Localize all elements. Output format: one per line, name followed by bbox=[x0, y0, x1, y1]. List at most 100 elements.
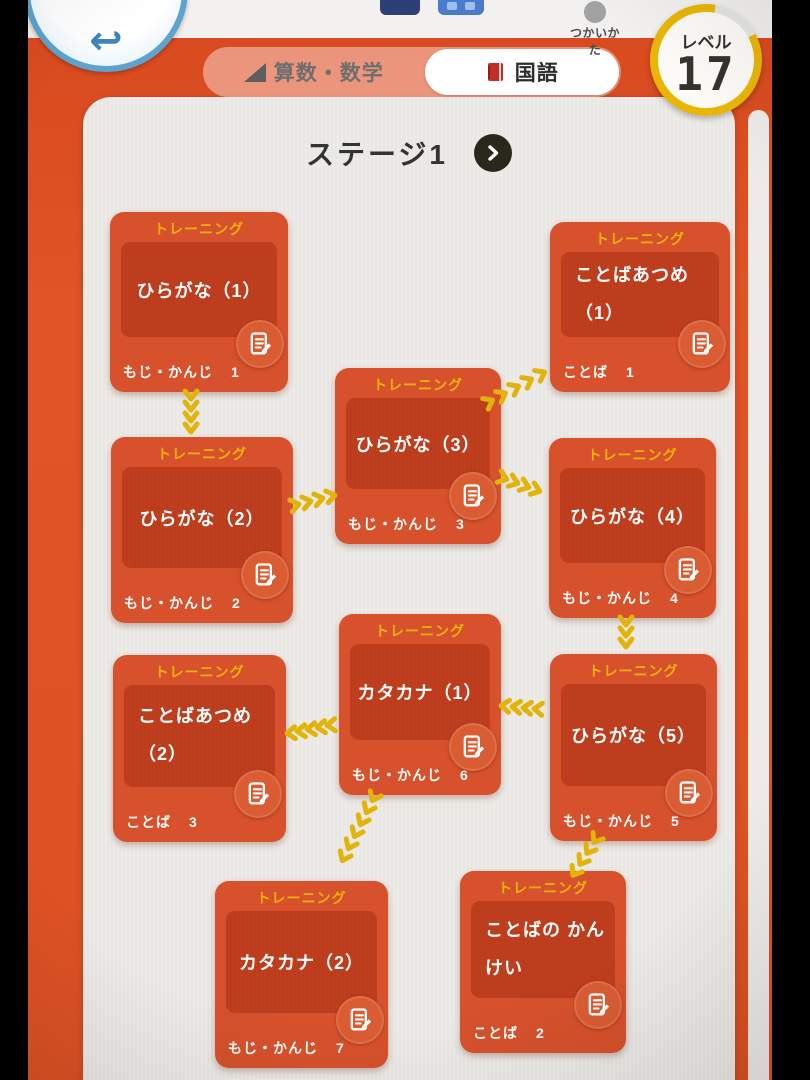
training-tag: トレーニング bbox=[154, 664, 245, 680]
document-pencil-icon bbox=[248, 782, 270, 805]
worksheet-badge[interactable] bbox=[336, 996, 384, 1044]
path-chevron-icon bbox=[516, 476, 534, 495]
help-icon bbox=[584, 1, 606, 23]
worksheet-badge[interactable] bbox=[574, 981, 622, 1029]
training-tag: トレーニング bbox=[373, 377, 463, 393]
training-tag: トレーニング bbox=[256, 890, 347, 906]
chevron-right-icon bbox=[488, 145, 499, 161]
training-tag: トレーニング bbox=[154, 221, 244, 237]
tab-math[interactable]: 算数・数学 bbox=[203, 47, 425, 97]
back-arrow-icon: ↩ bbox=[89, 19, 123, 63]
document-pencil-icon bbox=[350, 1008, 372, 1031]
path-chevron-icon bbox=[292, 722, 310, 740]
worksheet-badge[interactable] bbox=[664, 546, 712, 594]
path-chevron-icon bbox=[182, 408, 200, 426]
stage-header: ステージ1 bbox=[83, 133, 735, 173]
path-chevron-icon bbox=[617, 634, 635, 652]
lesson-category: もじ・かんじ bbox=[563, 813, 653, 829]
lesson-title: カタカナ（2） bbox=[226, 911, 377, 1013]
path-chevron-icon bbox=[493, 386, 511, 405]
lesson-number: 2 bbox=[536, 1025, 545, 1041]
worksheet-badge[interactable] bbox=[449, 723, 497, 771]
worksheet-badge[interactable] bbox=[449, 472, 497, 520]
worksheet-badge[interactable] bbox=[678, 320, 726, 368]
subject-tabbar: 算数・数学 国語 bbox=[203, 47, 621, 97]
path-chevron-icon bbox=[310, 490, 328, 509]
lesson-category: ことば bbox=[563, 364, 608, 380]
lesson-footer: もじ・かんじ 6 bbox=[352, 765, 469, 785]
level-badge: レベル 17 bbox=[650, 4, 762, 116]
path-chevron-icon bbox=[322, 716, 340, 734]
document-pencil-icon bbox=[255, 563, 277, 586]
document-pencil-icon bbox=[678, 558, 700, 581]
path-chevron-icon bbox=[286, 496, 304, 515]
next-stage-panel-peek[interactable] bbox=[748, 110, 769, 1080]
lesson-number: 3 bbox=[189, 814, 198, 830]
path-chevron-icon bbox=[480, 393, 498, 412]
help-button[interactable]: つかいかた bbox=[564, 0, 626, 58]
lesson-number: 6 bbox=[460, 767, 469, 783]
path-chevron-icon bbox=[573, 851, 592, 870]
training-tag: トレーニング bbox=[498, 880, 588, 896]
worksheet-badge[interactable] bbox=[241, 551, 289, 599]
lesson-category: もじ・かんじ bbox=[123, 364, 213, 380]
lesson-category: もじ・かんじ bbox=[124, 595, 214, 611]
document-pencil-icon bbox=[250, 332, 272, 355]
stage-title: ステージ1 bbox=[305, 139, 448, 170]
level-value: 17 bbox=[675, 46, 737, 101]
training-tag: トレーニング bbox=[375, 623, 465, 639]
lesson-title: ことばあつめ（2） bbox=[124, 685, 275, 787]
next-stage-button[interactable] bbox=[474, 134, 512, 172]
tab-japanese[interactable]: 国語 bbox=[424, 49, 619, 95]
path-chevron-icon bbox=[532, 365, 550, 384]
worksheet-badge[interactable] bbox=[234, 770, 282, 818]
worksheet-badge[interactable] bbox=[236, 320, 284, 368]
lesson-footer: ことば 1 bbox=[563, 362, 635, 382]
path-chevron-icon bbox=[617, 623, 635, 641]
app-screen: つかいかた ↩ レベル 17 算数・数学 国語 ステージ1 bbox=[28, 0, 772, 1080]
path-chevron-icon bbox=[505, 472, 523, 491]
lesson-title: ひらがな（2） bbox=[122, 467, 282, 568]
lesson-number: 1 bbox=[626, 364, 635, 380]
lesson-number: 7 bbox=[336, 1040, 345, 1056]
help-label: つかいかた bbox=[569, 26, 620, 57]
lesson-category: ことば bbox=[126, 814, 171, 830]
path-chevron-icon bbox=[580, 840, 599, 859]
path-chevron-icon bbox=[494, 468, 512, 487]
training-tag: トレーニング bbox=[588, 663, 679, 679]
path-chevron-icon bbox=[587, 829, 606, 848]
path-chevron-icon bbox=[322, 487, 340, 506]
lesson-number: 5 bbox=[671, 813, 680, 829]
lesson-category: もじ・かんじ bbox=[352, 767, 442, 783]
tab-math-label: 算数・数学 bbox=[273, 62, 384, 85]
lesson-category: もじ・かんじ bbox=[562, 590, 652, 606]
book-icon bbox=[487, 63, 503, 81]
path-chevron-icon bbox=[182, 386, 200, 404]
path-chevron-icon bbox=[617, 612, 635, 630]
set-square-icon bbox=[243, 62, 266, 82]
lesson-card[interactable]: トレーニング ことばあつめ（2） ことば 3 bbox=[113, 655, 286, 842]
path-chevron-icon bbox=[182, 397, 200, 415]
document-pencil-icon bbox=[692, 332, 714, 355]
lesson-number: 3 bbox=[456, 516, 465, 532]
back-button[interactable]: ↩ bbox=[28, 0, 188, 72]
worksheet-badge[interactable] bbox=[665, 769, 713, 817]
path-chevron-icon bbox=[282, 724, 300, 742]
path-chevron-icon bbox=[312, 718, 330, 736]
path-chevron-icon bbox=[529, 700, 547, 718]
path-chevron-icon bbox=[347, 824, 366, 842]
path-chevron-icon bbox=[298, 493, 316, 512]
